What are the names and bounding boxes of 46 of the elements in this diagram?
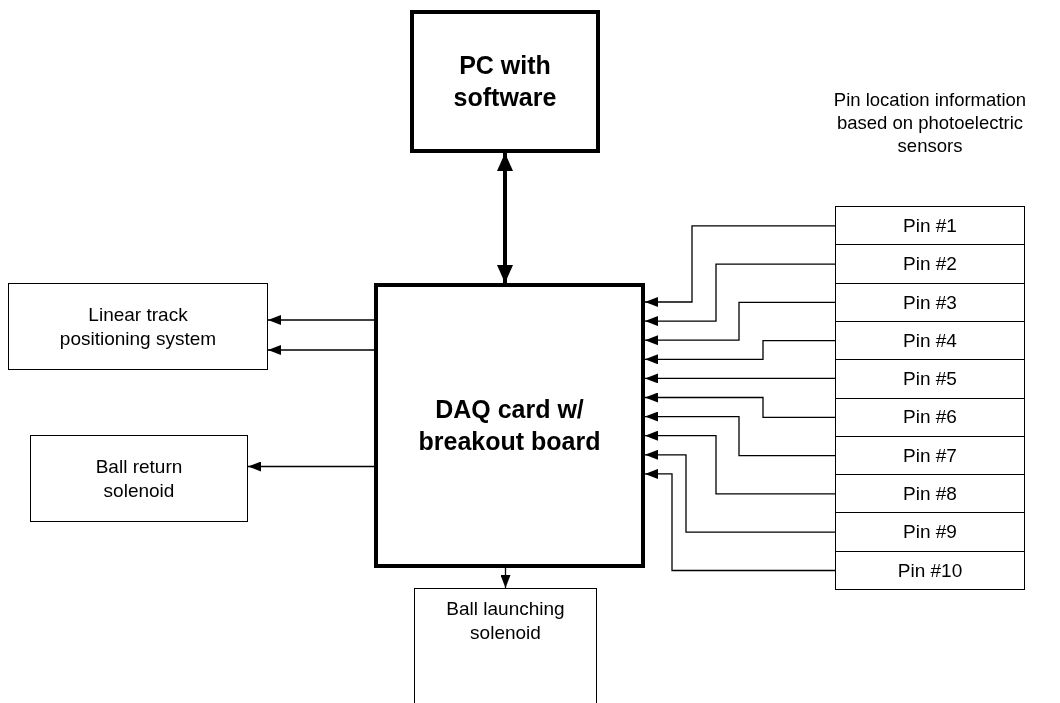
- block-box: [374, 283, 645, 568]
- pin-box: [835, 320, 1025, 361]
- node-label: Pin #7: [903, 443, 957, 468]
- pin-box: [835, 512, 1025, 552]
- node-label: Pin #8: [903, 482, 957, 506]
- pin-box: [835, 435, 1025, 476]
- arrow: [644, 373, 836, 384]
- pin-box: [835, 244, 1025, 284]
- heading-text: Pin location information based on photoelectric sensors: [832, 88, 1028, 158]
- arrow: [644, 468, 836, 572]
- node-label: Pin #6: [903, 405, 957, 430]
- arrow: [644, 225, 836, 307]
- arrow: [267, 315, 375, 325]
- arrow: [497, 153, 513, 283]
- arrow: [267, 345, 375, 355]
- node-label: Ball launching solenoid: [445, 597, 566, 645]
- node-label: DAQ card w/ breakout board: [417, 394, 602, 457]
- arrow: [644, 263, 836, 327]
- node-label: Linear track positioning system: [58, 302, 218, 351]
- device-box: [30, 435, 248, 522]
- block-box: [410, 10, 600, 153]
- node-label: Pin #3: [903, 290, 957, 315]
- pin-box: [835, 397, 1025, 438]
- node-label: PC with software: [452, 50, 558, 113]
- pin-box: [835, 282, 1025, 323]
- pin-box: [835, 550, 1025, 591]
- pin-box: [835, 359, 1025, 399]
- node-label: Pin #10: [897, 558, 963, 583]
- arrow: [644, 340, 836, 365]
- device-box: [8, 283, 268, 370]
- node-label: Pin #4: [903, 328, 957, 353]
- node-label: Pin #9: [903, 520, 957, 545]
- arrow: [644, 411, 836, 457]
- node-label: Pin #2: [903, 252, 957, 276]
- arrow: [500, 567, 511, 589]
- pin-box: [835, 474, 1025, 514]
- device-box: [414, 588, 597, 703]
- node-label: Pin #5: [903, 367, 957, 391]
- arrow: [644, 392, 836, 418]
- arrow: [644, 430, 836, 495]
- pin-box: [835, 206, 1025, 246]
- node-label: Ball return solenoid: [94, 454, 184, 503]
- arrow: [644, 301, 836, 346]
- node-label: Pin #1: [903, 213, 957, 238]
- arrow: [247, 461, 375, 472]
- arrow: [644, 449, 836, 533]
